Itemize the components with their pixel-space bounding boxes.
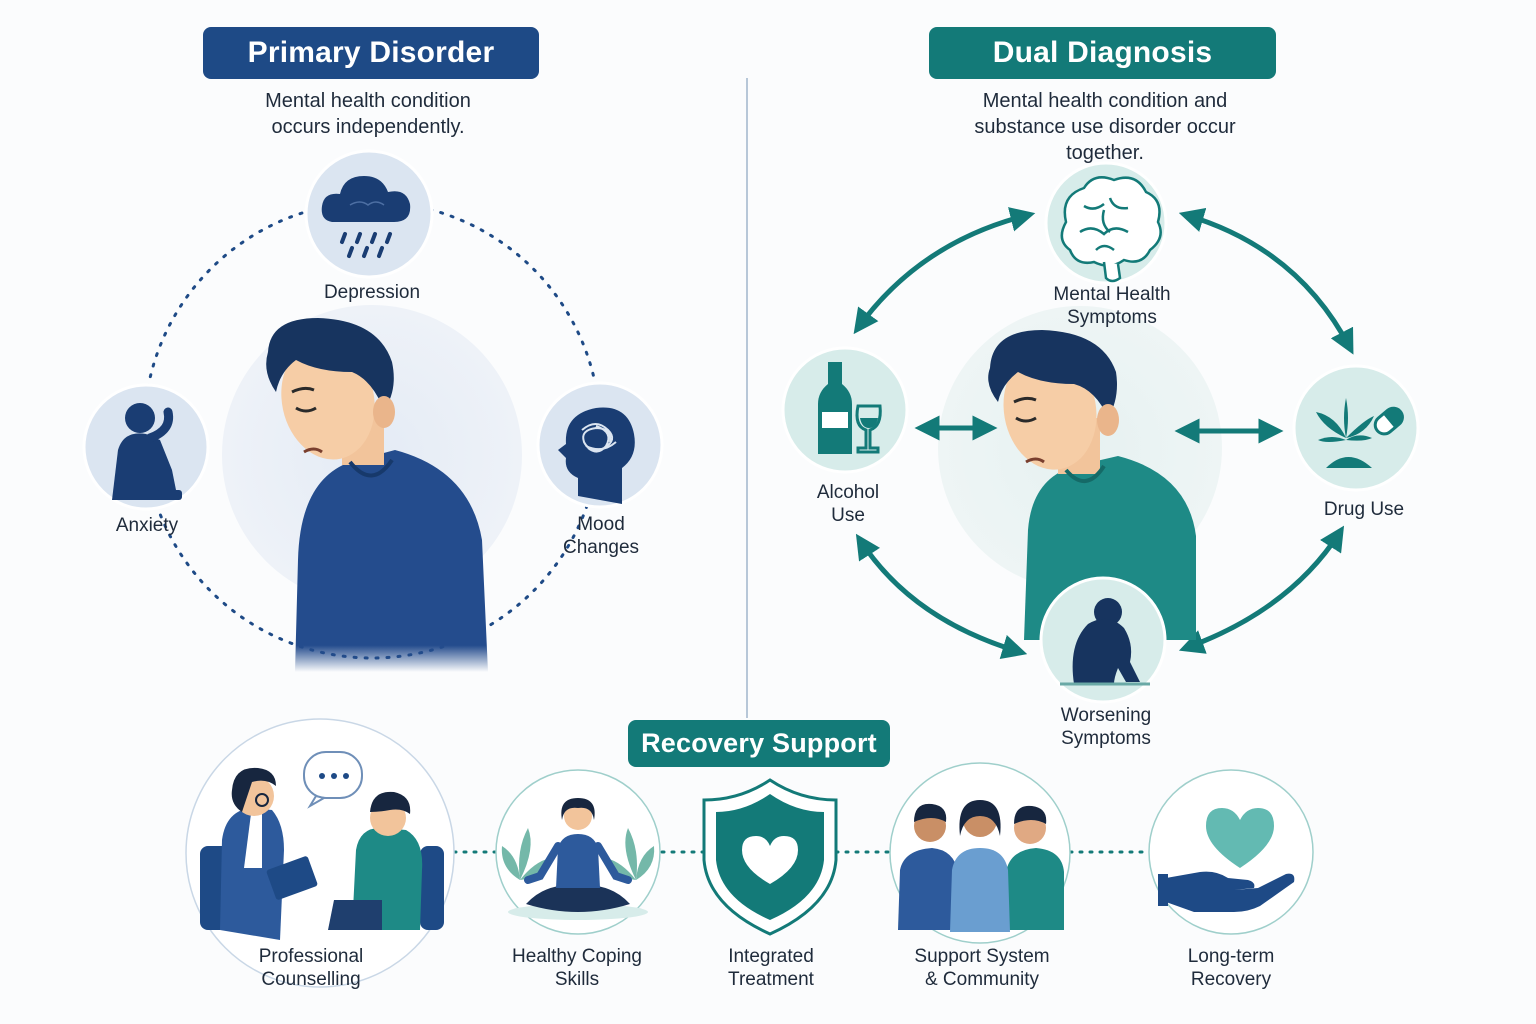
sad-person-figure (266, 318, 488, 672)
worsening-symptoms-label: Worsening Symptoms (1060, 705, 1152, 749)
stressed-person-icon (112, 403, 182, 500)
mood-changes-node (536, 381, 664, 509)
long-term-recovery-step (1148, 769, 1314, 935)
dual-diagnosis-subtitle: Mental health condition and substance us… (974, 90, 1236, 164)
mental-health-node (1044, 161, 1168, 285)
long-term-recovery-label: Long-term Recovery (1187, 946, 1275, 990)
recovery-support-title: Recovery Support (628, 720, 890, 767)
counselling-icon (200, 751, 444, 940)
leaf-pill-icon (1316, 398, 1404, 468)
group-icon (898, 800, 1064, 932)
hand-heart-icon (1158, 808, 1295, 912)
support-system-step (889, 762, 1071, 944)
alcohol-use-label: Alcohol Use (816, 482, 880, 526)
shield-heart-icon (702, 778, 838, 936)
counselling-step (185, 718, 455, 988)
drug-use-node (1292, 364, 1420, 492)
sad-person-teal-figure (988, 330, 1196, 640)
rain-cloud-icon (321, 176, 411, 258)
depression-node (304, 149, 434, 279)
primary-disorder-subtitle: Mental health condition occurs independe… (265, 90, 471, 138)
coping-skills-step (495, 769, 661, 935)
dual-diagnosis-diagram (781, 161, 1420, 704)
cycle-arrows (853, 207, 1354, 660)
bottle-glass-icon (818, 362, 882, 454)
drug-use-label: Drug Use (1323, 499, 1405, 520)
integrated-treatment-label: Integrated Treatment (728, 946, 814, 990)
section-divider (746, 78, 748, 718)
primary-disorder-title: Primary Disorder (203, 27, 539, 79)
healthy-coping-label: Healthy Coping Skills (512, 946, 642, 990)
tangled-head-icon (558, 407, 635, 504)
professional-counselling-label: Professional Counselling (258, 946, 364, 990)
anxiety-node (82, 383, 210, 511)
support-system-label: Support System & Community (914, 946, 1050, 990)
meditation-icon (501, 798, 655, 920)
depression-label: Depression (323, 282, 421, 303)
alcohol-node (781, 346, 909, 474)
mental-health-label: Mental Health Symptoms (1053, 284, 1171, 328)
brain-icon (1060, 176, 1162, 283)
dual-diagnosis-title: Dual Diagnosis (929, 27, 1276, 79)
anxiety-label: Anxiety (115, 515, 179, 536)
primary-disorder-diagram (82, 149, 664, 672)
recovery-support-flow (185, 718, 1314, 988)
integrated-treatment-step (702, 778, 838, 936)
worsening-symptoms-node (1039, 576, 1167, 704)
sitting-person-icon (1060, 598, 1150, 686)
mood-changes-label: Mood Changes (562, 514, 640, 558)
